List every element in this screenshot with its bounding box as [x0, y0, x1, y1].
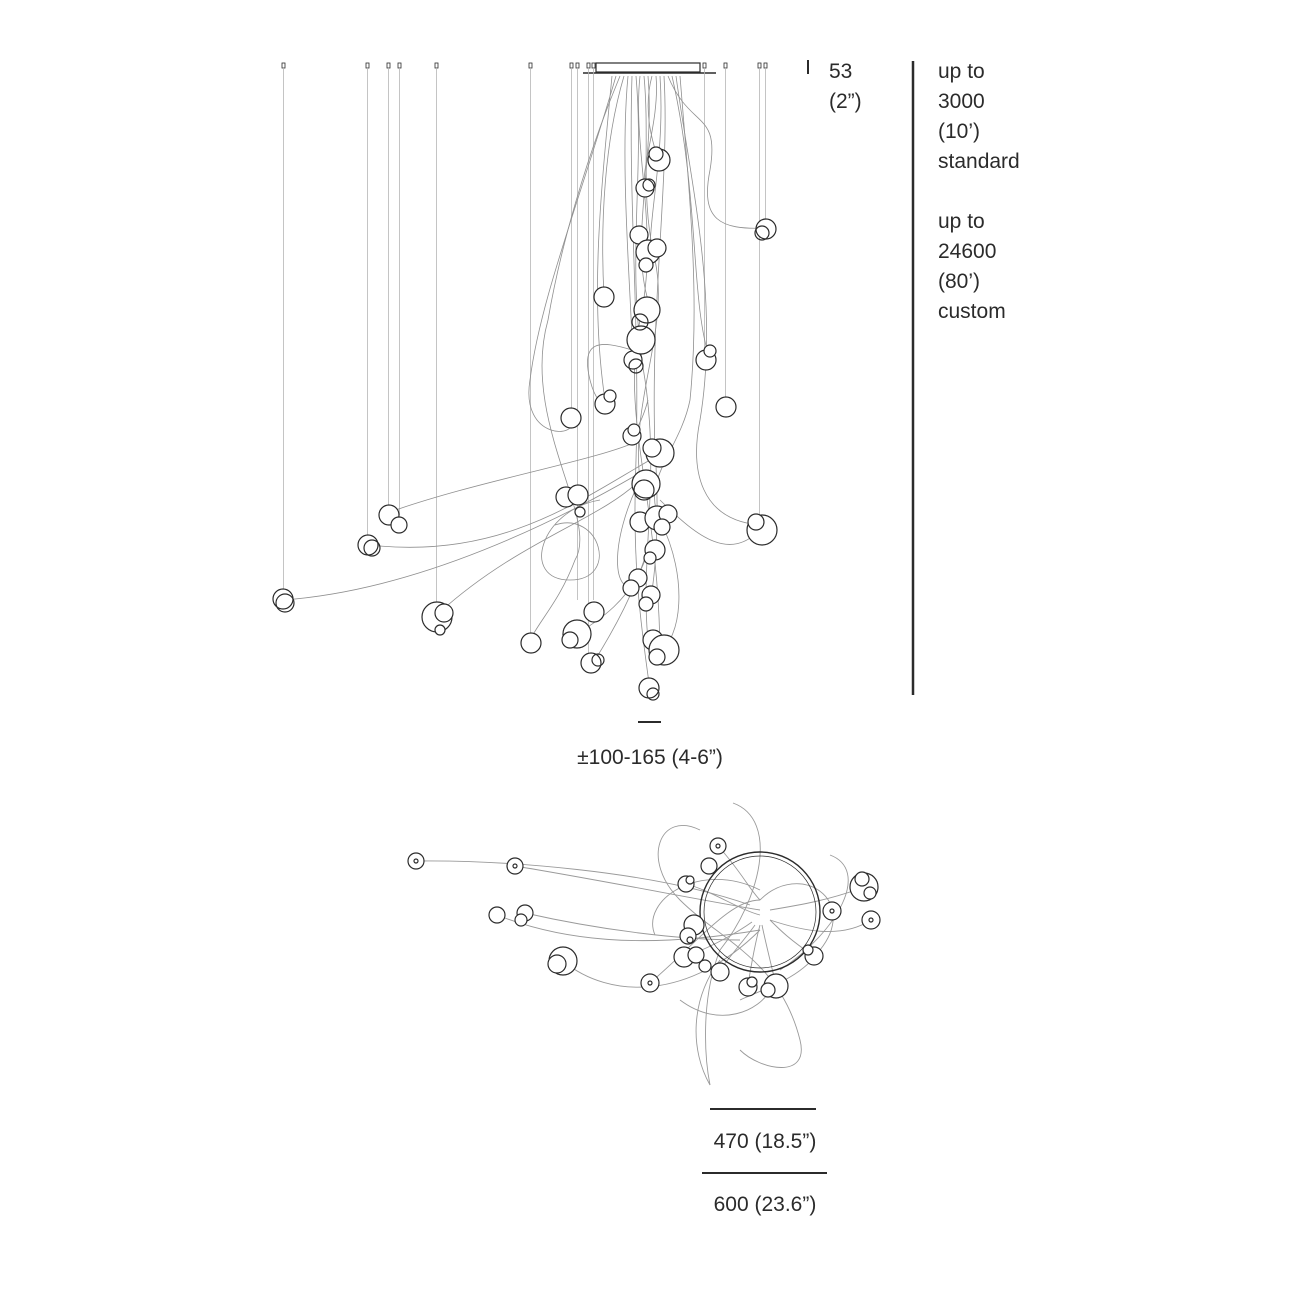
cable-bundle — [282, 75, 766, 691]
straight-cables — [283, 68, 766, 660]
cable-length-label: up to 3000 (10’) standard up to 24600 (8… — [938, 57, 1078, 327]
custom-length-ft: (80’) — [938, 270, 981, 293]
custom-length-mm: 24600 — [938, 240, 997, 263]
plan-view — [407, 802, 881, 1086]
canopy-height-label: 53 (2”) — [829, 57, 889, 117]
canopy-height-inch: (2”) — [829, 90, 862, 113]
plan-spheres — [407, 837, 881, 999]
plan-canopy — [699, 851, 821, 973]
custom-length-prefix: up to — [938, 210, 985, 233]
plan-cables — [415, 802, 872, 1086]
standard-length-mm: 3000 — [938, 90, 985, 113]
standard-length-type: standard — [938, 150, 1020, 173]
pendant-spacing-label: ±100-165 (4-6”) — [577, 746, 723, 769]
canopy-diameter-label: 470 (18.5”) — [713, 1130, 817, 1153]
pendant-spheres-elevation — [272, 146, 778, 701]
standard-length-prefix: up to — [938, 60, 985, 83]
canopy-height-mm: 53 — [829, 60, 853, 83]
canopy-elevation — [583, 62, 716, 74]
overall-diameter-label: 600 (23.6”) — [713, 1193, 817, 1216]
label-spacer — [938, 177, 1078, 207]
custom-length-type: custom — [938, 300, 1006, 323]
dimension-lines — [638, 60, 915, 1174]
standard-length-ft: (10’) — [938, 120, 981, 143]
